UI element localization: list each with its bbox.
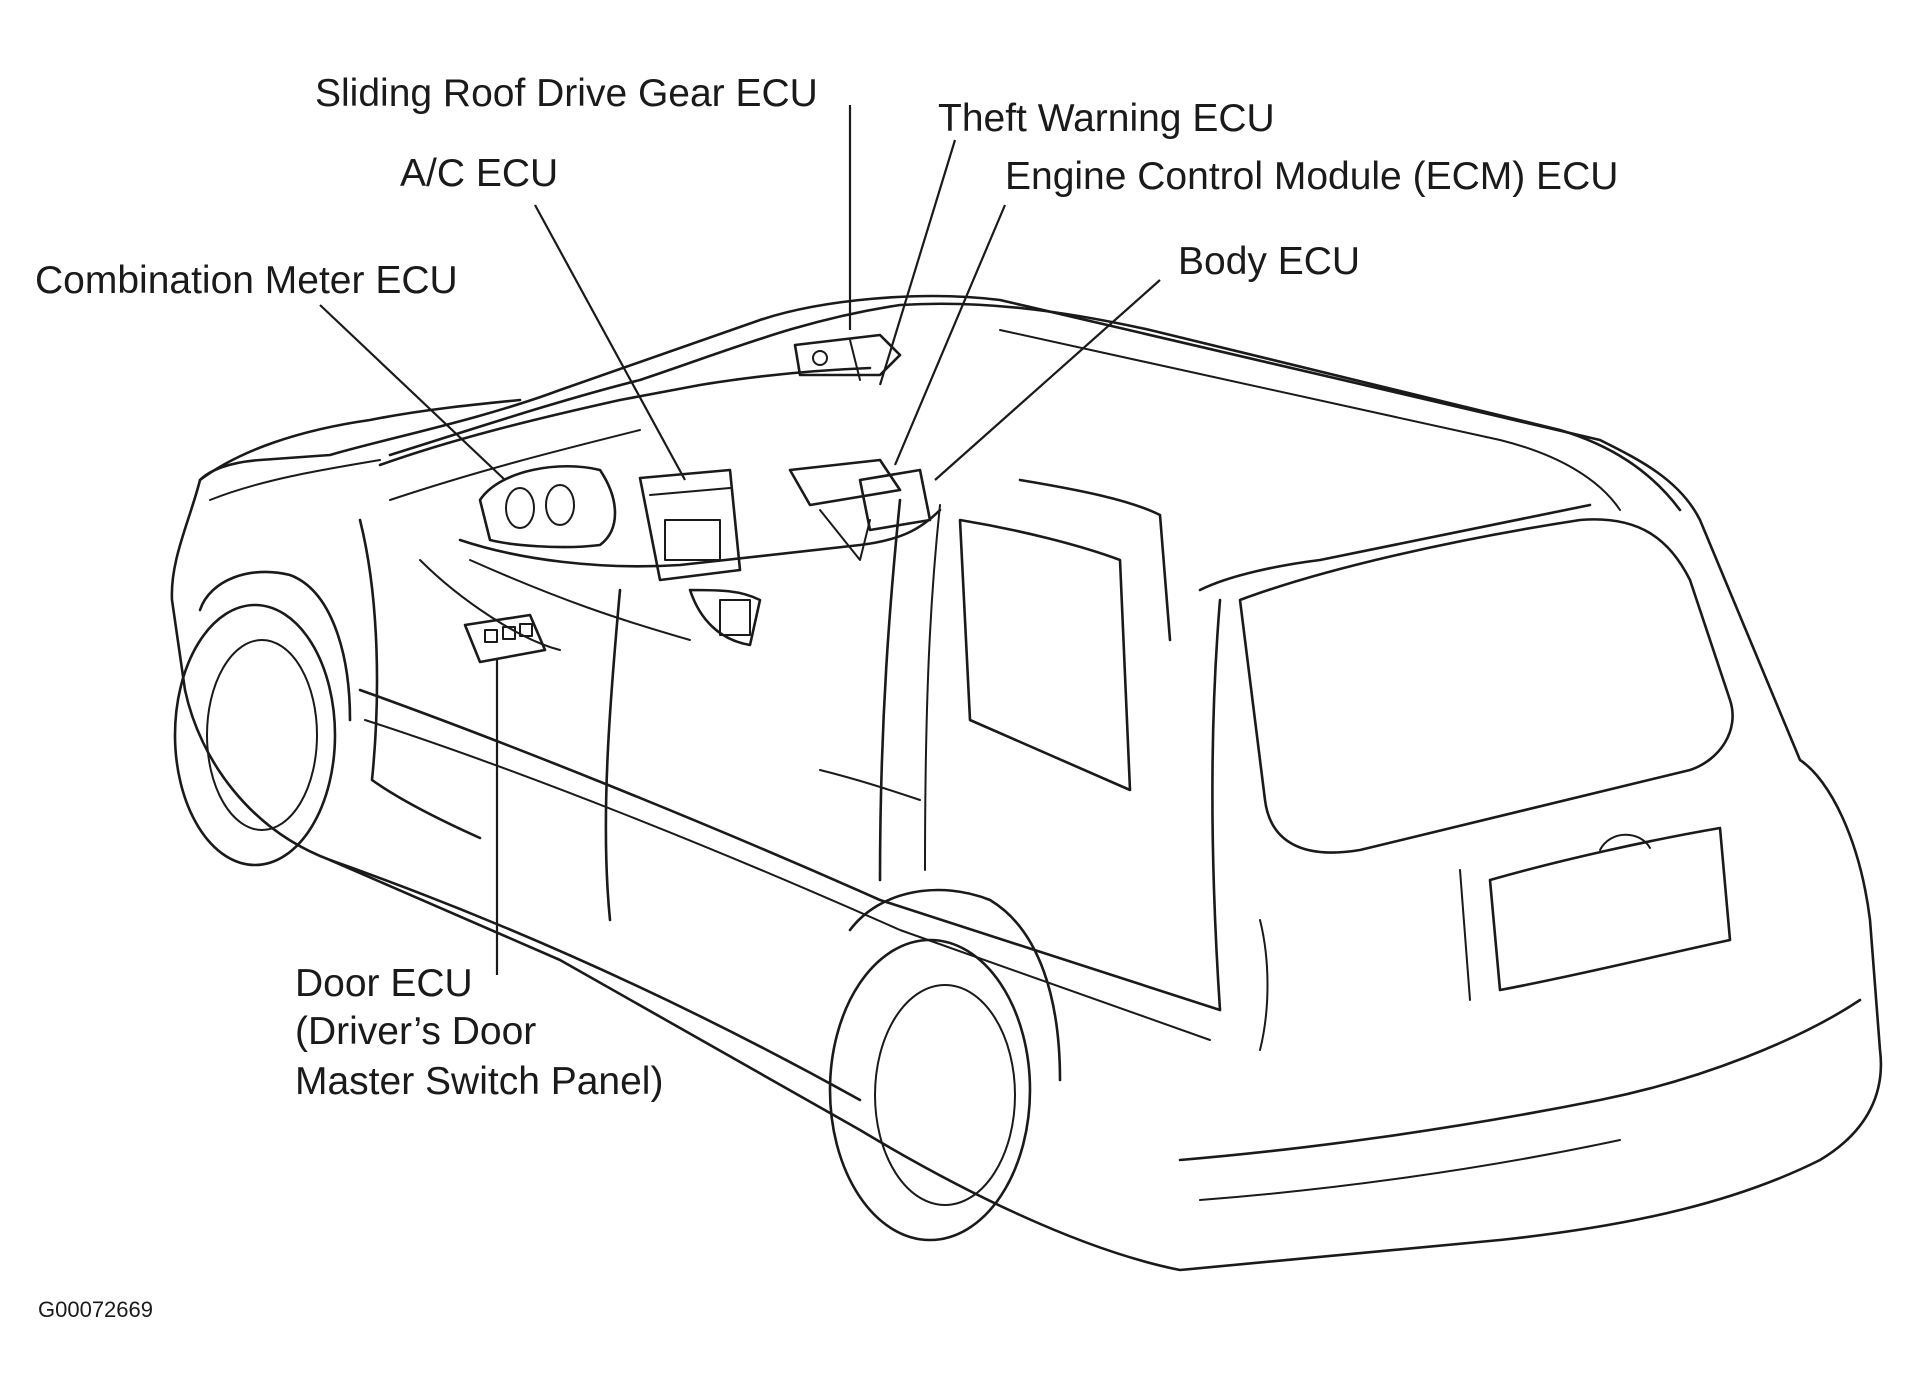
- center-console: [688, 588, 762, 647]
- label-door-ecu-line2: (Driver’s Door: [295, 1010, 537, 1053]
- figure-code: G00072669: [38, 1297, 153, 1322]
- dashboard: [419, 508, 942, 651]
- leader-theft-warning: [878, 139, 957, 386]
- label-ac-ecu: A/C ECU: [400, 152, 559, 195]
- front-wheel: [173, 570, 352, 867]
- vehicle-body: [170, 294, 1883, 1272]
- leader-combination-meter: [319, 304, 506, 481]
- label-sliding-roof-drive-gear-ecu: Sliding Roof Drive Gear ECU: [315, 72, 818, 115]
- leader-lines: [319, 105, 1161, 975]
- door-master-switch: [463, 613, 547, 664]
- label-engine-control-module-ecu: Engine Control Module (ECM) ECU: [1005, 155, 1619, 198]
- label-door-ecu: Door ECU: [295, 962, 473, 1005]
- label-combination-meter-ecu: Combination Meter ECU: [35, 259, 458, 302]
- leader-ac: [534, 204, 686, 481]
- sliding-roof-motor: [793, 333, 902, 381]
- leader-body: [934, 279, 1161, 481]
- ac-control-panel: [638, 468, 742, 582]
- label-body-ecu: Body ECU: [1178, 240, 1361, 283]
- leader-ecm: [893, 204, 1007, 466]
- label-theft-warning-ecu: Theft Warning ECU: [938, 97, 1275, 140]
- instrument-cluster: [478, 464, 617, 549]
- label-door-ecu-line3: Master Switch Panel): [295, 1060, 664, 1103]
- rear-wheel: [828, 888, 1062, 1242]
